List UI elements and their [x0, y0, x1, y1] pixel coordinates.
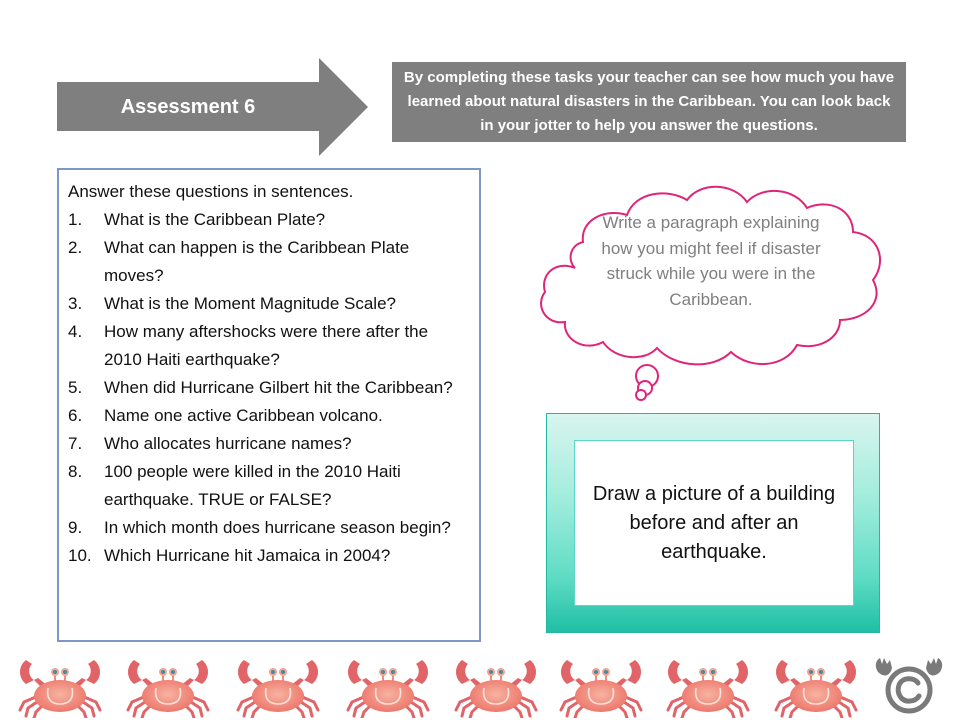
question-text: Name one active Caribbean volcano.	[104, 406, 383, 425]
question-text: 100 people were killed in the 2010 Haiti…	[104, 462, 401, 509]
question-number: 9.	[68, 518, 83, 537]
question-text: In which month does hurricane season beg…	[104, 518, 451, 537]
question-number: 1.	[68, 210, 83, 229]
question-item: 4. How many aftershocks were there after …	[68, 318, 469, 374]
question-item: 7. Who allocates hurricane names?	[68, 430, 469, 458]
question-number: 4.	[68, 322, 83, 341]
question-number: 2.	[68, 238, 83, 257]
crab-icon	[553, 652, 649, 720]
crab-icon	[230, 652, 326, 720]
question-text: What can happen is the Caribbean Plate m…	[104, 238, 410, 285]
crab-icon	[768, 652, 864, 720]
question-text: What is the Caribbean Plate?	[104, 210, 326, 229]
question-text: Who allocates hurricane names?	[104, 434, 352, 453]
question-text: How many aftershocks were there after th…	[104, 322, 429, 369]
arrow-shape-icon	[57, 58, 368, 156]
intro-text: By completing these tasks your teacher c…	[403, 69, 895, 134]
assessment-title: Assessment 6	[120, 96, 256, 118]
crab-icon	[12, 652, 108, 720]
crab-icon	[448, 652, 544, 720]
question-item: 2. What can happen is the Caribbean Plate…	[68, 234, 469, 290]
question-item: 1. What is the Caribbean Plate?	[68, 206, 469, 234]
question-item: 5. When did Hurricane Gilbert hit the Car…	[68, 374, 469, 402]
question-item: 8. 100 people were killed in the 2010 Hai…	[68, 458, 469, 514]
question-number: 3.	[68, 294, 83, 313]
crab-icon	[120, 652, 216, 720]
thought-cloud-icon	[540, 185, 882, 401]
drawing-task-box: Draw a picture of a building before and …	[574, 440, 854, 606]
question-text: Which Hurricane hit Jamaica in 2004?	[104, 546, 391, 565]
question-item: 9. In which month does hurricane season b…	[68, 514, 469, 542]
question-item: 10. Which Hurricane hit Jamaica in 2004?	[68, 542, 469, 570]
intro-box: By completing these tasks your teacher c…	[392, 62, 906, 142]
drawing-task-text: Draw a picture of a building before and …	[592, 482, 836, 563]
question-item: 3. What is the Moment Magnitude Scale?	[68, 290, 469, 318]
question-number: 7.	[68, 434, 83, 453]
question-text: What is the Moment Magnitude Scale?	[104, 294, 396, 313]
thought-bubble: Write a paragraph explaining how you mig…	[535, 180, 890, 405]
question-number: 10.	[68, 546, 92, 565]
copyright-moose-logo-icon	[868, 652, 950, 718]
question-number: 8.	[68, 462, 83, 481]
question-number: 6.	[68, 406, 83, 425]
assessment-arrow: Assessment 6	[57, 58, 369, 156]
questions-list: 1. What is the Caribbean Plate? 2. What ca…	[68, 206, 469, 570]
questions-instruction: Answer these questions in sentences.	[68, 182, 354, 201]
question-number: 5.	[68, 378, 83, 397]
crab-icon	[340, 652, 436, 720]
questions-box: Answer these questions in sentences. 1. W…	[57, 168, 481, 642]
question-text: When did Hurricane Gilbert hit the Carib…	[104, 378, 453, 397]
crab-icon	[660, 652, 756, 720]
thought-bubble-text: Write a paragraph explaining how you mig…	[601, 213, 821, 309]
question-item: 6. Name one active Caribbean volcano.	[68, 402, 469, 430]
